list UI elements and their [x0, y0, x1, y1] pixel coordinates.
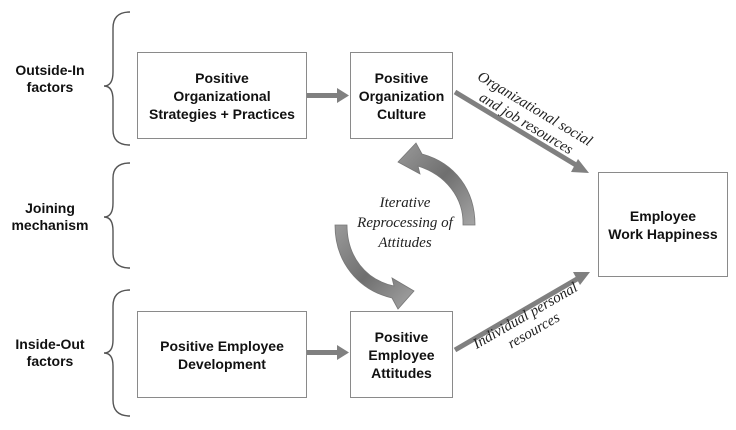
label-inside-out: Inside-Out factors	[15, 336, 85, 369]
bracket-joining	[103, 162, 131, 269]
bracket-inside-out	[103, 289, 131, 417]
box-organization-culture: Positive Organization Culture	[350, 52, 453, 139]
arrow-culture-to-happiness	[453, 89, 589, 173]
arrow-strategies-to-culture	[307, 88, 349, 103]
cycle-label: Iterative Reprocessing of Attitudes	[357, 195, 453, 251]
cycle-arrows	[334, 142, 476, 310]
box-employee-development: Positive Employee Development	[137, 311, 307, 398]
cycle-arrow-bottom	[334, 224, 415, 310]
box-work-happiness: Employee Work Happiness	[598, 172, 728, 277]
box-organizational-strategies: Positive Organizational Strategies + Pra…	[137, 52, 307, 139]
box-employee-attitudes: Positive Employee Attitudes	[350, 311, 453, 398]
arrow-development-to-attitudes	[307, 345, 349, 360]
label-joining-mechanism: Joining mechanism	[11, 200, 89, 233]
label-outside-in: Outside-In factors	[15, 62, 85, 95]
bracket-outside-in	[103, 11, 131, 146]
cycle-arrow-top	[397, 142, 476, 226]
arrow-attitudes-to-happiness	[453, 272, 590, 353]
